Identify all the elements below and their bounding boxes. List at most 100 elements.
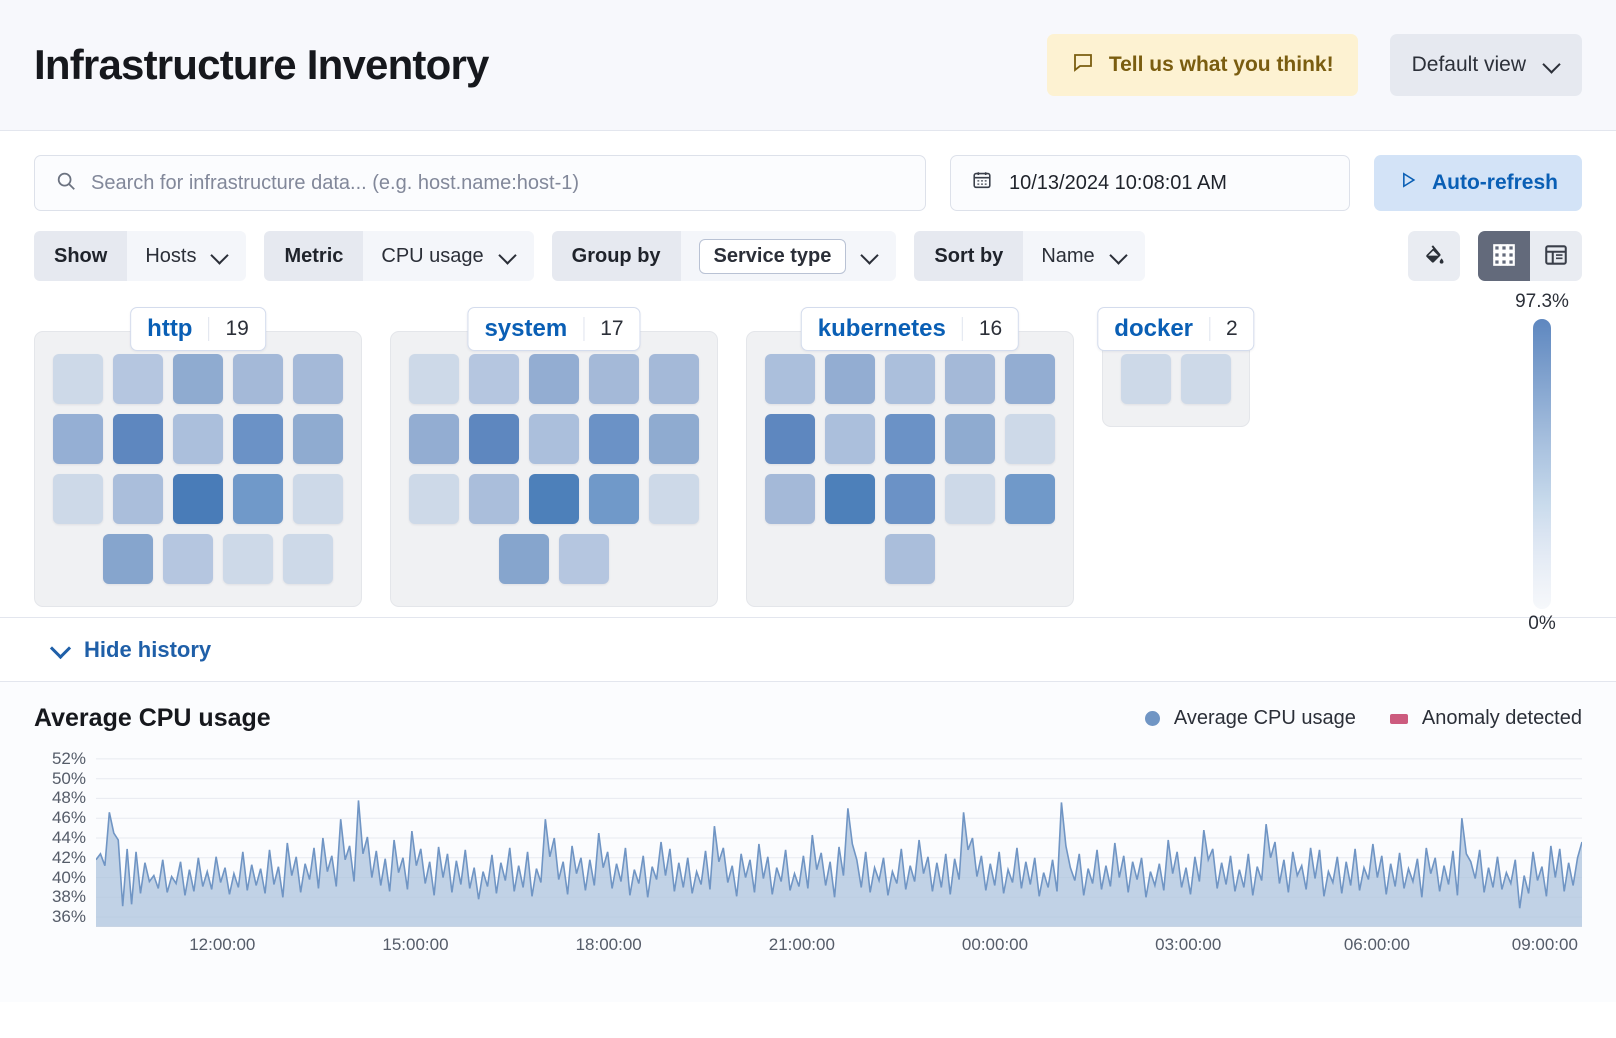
- tile-row: [409, 354, 699, 404]
- host-tile[interactable]: [499, 534, 549, 584]
- filter-metric-value: CPU usage: [381, 244, 484, 267]
- y-axis-tick: 38%: [51, 887, 86, 907]
- host-tile[interactable]: [409, 354, 459, 404]
- legend-marker-dot: [1144, 711, 1160, 726]
- y-axis-tick: 36%: [51, 907, 86, 927]
- host-tile[interactable]: [825, 474, 875, 524]
- chart-plot-area: [96, 749, 1582, 928]
- search-input[interactable]: Search for infrastructure data... (e.g. …: [34, 155, 926, 211]
- host-tile[interactable]: [173, 474, 223, 524]
- legend-item-anomaly-detected[interactable]: Anomaly detected: [1389, 707, 1582, 730]
- host-tile[interactable]: [1005, 354, 1055, 404]
- host-tile[interactable]: [885, 414, 935, 464]
- feedback-button[interactable]: Tell us what you think!: [1046, 34, 1358, 96]
- host-tile[interactable]: [1181, 354, 1231, 404]
- host-tile[interactable]: [163, 534, 213, 584]
- host-tile[interactable]: [649, 414, 699, 464]
- x-axis-tick: 03:00:00: [1155, 935, 1222, 954]
- host-tile[interactable]: [589, 414, 639, 464]
- group-name: http: [147, 315, 193, 342]
- host-tile[interactable]: [233, 414, 283, 464]
- host-tile[interactable]: [885, 534, 935, 584]
- host-tile[interactable]: [825, 354, 875, 404]
- host-tile[interactable]: [529, 474, 579, 524]
- y-axis-tick: 42%: [51, 847, 86, 867]
- host-tile[interactable]: [103, 534, 153, 584]
- play-icon: [1398, 170, 1418, 196]
- host-tile[interactable]: [589, 474, 639, 524]
- chart-y-axis: 52%50%48%46%44%42%40%38%36%: [34, 749, 86, 927]
- auto-refresh-button[interactable]: Auto-refresh: [1373, 155, 1582, 211]
- host-tile[interactable]: [469, 354, 519, 404]
- filter-group-by-select[interactable]: Service type: [680, 231, 897, 281]
- tile-row: [765, 474, 1055, 524]
- filter-show-select[interactable]: Hosts: [127, 231, 247, 281]
- host-tile[interactable]: [283, 534, 333, 584]
- host-tile[interactable]: [53, 474, 103, 524]
- host-tile[interactable]: [53, 414, 103, 464]
- host-tile[interactable]: [825, 414, 875, 464]
- host-tile[interactable]: [1121, 354, 1171, 404]
- host-tile[interactable]: [649, 354, 699, 404]
- host-tile[interactable]: [293, 414, 343, 464]
- host-tile[interactable]: [293, 474, 343, 524]
- host-tile[interactable]: [53, 354, 103, 404]
- host-tile[interactable]: [233, 474, 283, 524]
- color-fill-button[interactable]: [1408, 231, 1460, 281]
- host-tile[interactable]: [945, 354, 995, 404]
- host-tile[interactable]: [765, 354, 815, 404]
- filter-sort-by-select[interactable]: Name: [1023, 231, 1145, 281]
- host-tile[interactable]: [113, 474, 163, 524]
- chart-line: [96, 800, 1582, 908]
- hide-history-toggle[interactable]: Hide history: [0, 618, 1616, 682]
- host-tile[interactable]: [529, 414, 579, 464]
- host-tile[interactable]: [765, 474, 815, 524]
- host-tile[interactable]: [173, 354, 223, 404]
- host-tile[interactable]: [559, 534, 609, 584]
- legend-item-average-cpu-usage[interactable]: Average CPU usage: [1144, 707, 1356, 730]
- filter-metric-select[interactable]: CPU usage: [363, 231, 534, 281]
- chevron-down-icon: [862, 248, 878, 264]
- host-tile[interactable]: [223, 534, 273, 584]
- y-axis-tick: 46%: [51, 808, 86, 828]
- x-axis-tick: 12:00:00: [189, 935, 256, 954]
- grid-view-button[interactable]: [1478, 231, 1530, 281]
- tile-row: [409, 534, 699, 584]
- host-tile[interactable]: [233, 354, 283, 404]
- filter-group-by-value: Service type: [698, 238, 847, 274]
- tile-row: [53, 474, 343, 524]
- host-tile[interactable]: [113, 414, 163, 464]
- filter-metric: Metric CPU usage: [264, 231, 534, 281]
- host-tile[interactable]: [293, 354, 343, 404]
- page-title: Infrastructure Inventory: [34, 41, 489, 88]
- default-view-button[interactable]: Default view: [1389, 34, 1582, 96]
- group-badge[interactable]: docker 2: [1097, 307, 1255, 351]
- host-tile[interactable]: [409, 414, 459, 464]
- host-tile[interactable]: [589, 354, 639, 404]
- host-tile[interactable]: [469, 474, 519, 524]
- host-tile[interactable]: [1005, 414, 1055, 464]
- table-view-button[interactable]: [1530, 231, 1582, 281]
- host-tile[interactable]: [173, 414, 223, 464]
- host-tile[interactable]: [945, 474, 995, 524]
- tile-row: [765, 534, 1055, 584]
- host-tile[interactable]: [765, 414, 815, 464]
- host-tile[interactable]: [885, 354, 935, 404]
- group-count: 2: [1209, 317, 1254, 341]
- date-range-picker[interactable]: 10/13/2024 10:08:01 AM: [949, 155, 1350, 211]
- host-tile[interactable]: [529, 354, 579, 404]
- host-tile[interactable]: [885, 474, 935, 524]
- host-tile[interactable]: [649, 474, 699, 524]
- host-tile[interactable]: [945, 414, 995, 464]
- chart-area-fill: [96, 800, 1582, 927]
- host-tile[interactable]: [113, 354, 163, 404]
- group-name: docker: [1114, 315, 1194, 342]
- host-tile[interactable]: [1005, 474, 1055, 524]
- host-tile[interactable]: [469, 414, 519, 464]
- host-tile[interactable]: [409, 474, 459, 524]
